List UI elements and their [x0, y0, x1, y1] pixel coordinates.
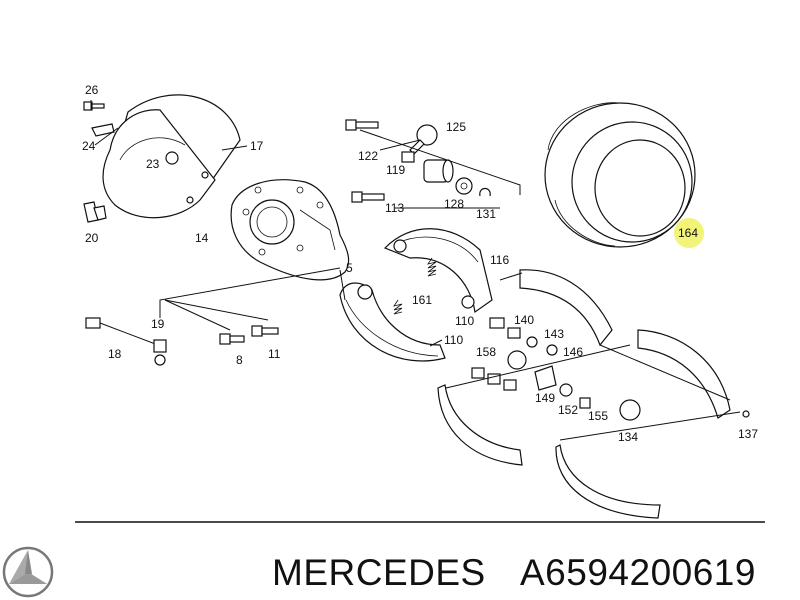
- callout-143: 143: [544, 327, 564, 341]
- lining-lower-left: [437, 384, 523, 466]
- leader-lines: [90, 100, 741, 441]
- callout-8: 8: [236, 353, 243, 367]
- bolt-11: [251, 325, 279, 337]
- part-number: A6594200619: [520, 552, 756, 593]
- brake-shoe-lower: [339, 282, 446, 362]
- callout-119: 119: [386, 163, 405, 177]
- bracket-24: [91, 123, 115, 137]
- bolt-19: [154, 354, 166, 366]
- callout-14: 14: [195, 231, 209, 245]
- brake-hose-18: [85, 317, 167, 353]
- callout-5: 5: [346, 261, 353, 275]
- callout-131: 131: [476, 207, 496, 221]
- pin-122: [345, 119, 379, 131]
- highlight-marker: [674, 218, 704, 248]
- clip-20: [83, 201, 107, 223]
- callout-116: 116: [490, 253, 509, 267]
- callout-134: 134: [618, 430, 638, 444]
- callout-122: 122: [358, 149, 378, 163]
- wrench-icon: [409, 124, 438, 155]
- brake-shoe-upper: [383, 228, 493, 314]
- callout-19: 19: [151, 317, 165, 331]
- callout-26: 26: [85, 83, 99, 97]
- callout-158: 158: [476, 345, 496, 359]
- callout-110-lower: 110: [444, 333, 463, 347]
- lining-137: [637, 329, 731, 419]
- callout-152: 152: [558, 403, 578, 417]
- brand-name: MERCEDES: [272, 552, 486, 593]
- spring-161: [393, 257, 437, 315]
- callout-149: 149: [535, 391, 555, 405]
- bolt-8: [219, 333, 245, 345]
- mercedes-star-icon: [2, 546, 54, 598]
- washer-128: [455, 177, 473, 195]
- callout-137: 137: [738, 427, 758, 441]
- callout-146: 146: [563, 345, 583, 359]
- circlip-131: [479, 187, 491, 197]
- lining-116: [519, 269, 613, 347]
- dust-shield: [102, 94, 241, 219]
- callout-23: 23: [146, 157, 160, 171]
- roller-129: [423, 159, 454, 183]
- callout-140: 140: [514, 313, 534, 327]
- callout-155: 155: [588, 409, 608, 423]
- callout-110-upper: 110: [455, 314, 474, 328]
- brake-drum: [544, 102, 696, 248]
- backing-plate: [230, 179, 350, 281]
- callout-17: 17: [250, 139, 264, 153]
- callout-161: 161: [412, 293, 432, 307]
- callout-164: 164: [678, 226, 698, 240]
- callout-128: 128: [444, 197, 464, 211]
- callout-labels: 26 24 23 17 20 14 125 122 119 113 128 13…: [82, 83, 758, 444]
- callout-125: 125: [446, 120, 466, 134]
- callout-18: 18: [108, 347, 122, 361]
- pin-113: [351, 191, 385, 203]
- hardware-group: [471, 317, 750, 421]
- callout-11: 11: [268, 347, 281, 361]
- callout-24: 24: [82, 139, 96, 153]
- callout-20: 20: [85, 231, 99, 245]
- callout-113: 113: [385, 201, 404, 215]
- lining-lower-right: [555, 444, 661, 519]
- sleeve-119: [401, 151, 415, 163]
- bolt-26: [83, 101, 105, 111]
